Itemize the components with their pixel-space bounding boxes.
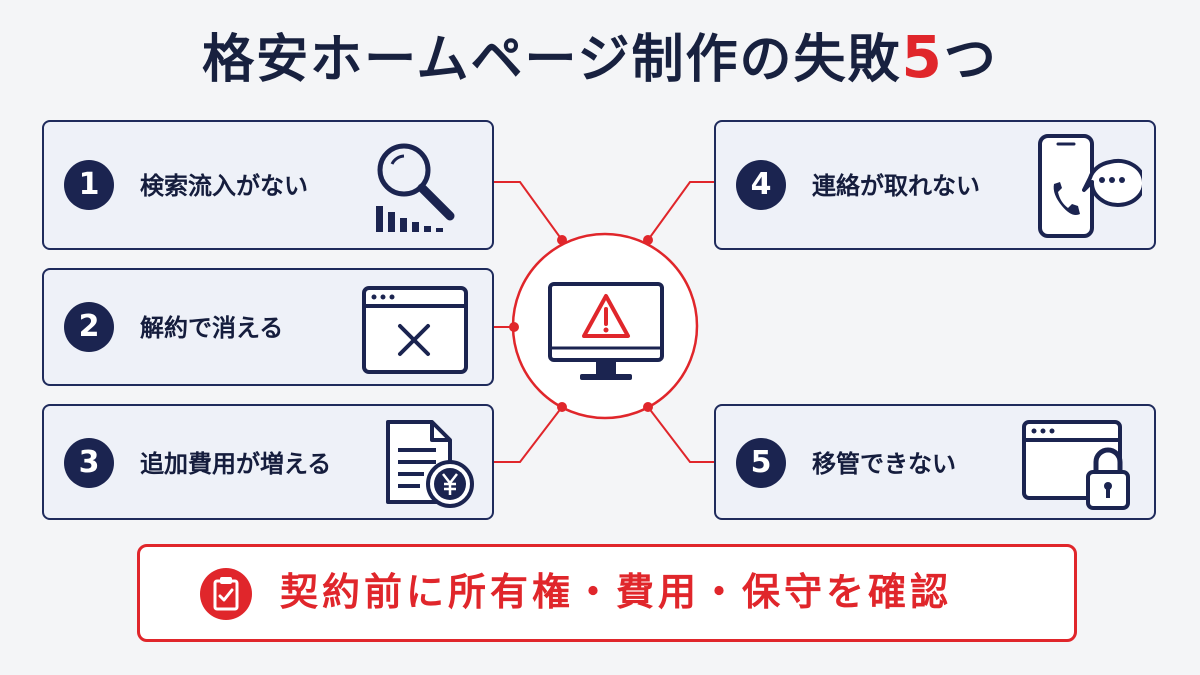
monitor-warning-icon [548, 282, 664, 380]
failure-card-4: 4 連絡が取れない [714, 120, 1156, 250]
browser-window-lock-icon [1022, 420, 1130, 510]
browser-window-x-icon [362, 286, 468, 374]
connector-dot-5 [643, 402, 653, 412]
clipboard-check-icon [213, 577, 239, 611]
bottom-callout: 契約前に所有権・費用・保守を確認 [137, 544, 1077, 642]
failure-label-4: 連絡が取れない [812, 172, 980, 200]
number-badge-4: 4 [736, 160, 786, 210]
number-badge-5: 5 [736, 438, 786, 488]
failure-card-3: 3 追加費用が増える [42, 404, 494, 520]
connector-line-4 [647, 181, 714, 241]
connector-dot-3 [557, 402, 567, 412]
failure-label-1: 検索流入がない [140, 172, 308, 200]
failure-card-2: 2 解約で消える [42, 268, 494, 386]
failure-card-1: 1 検索流入がない [42, 120, 494, 250]
number-badge-3: 3 [64, 438, 114, 488]
number-badge-2: 2 [64, 302, 114, 352]
connector-dot-2 [509, 322, 519, 332]
clipboard-check-badge [200, 568, 252, 620]
failure-label-3: 追加費用が増える [140, 450, 332, 478]
number-badge-1: 1 [64, 160, 114, 210]
title-main: 格安ホームページ制作の失敗 [202, 30, 902, 90]
page-title: 格安ホームページ制作の失敗5つ [0, 28, 1200, 86]
connector-dot-4 [643, 235, 653, 245]
callout-text: 契約前に所有権・費用・保守を確認 [280, 570, 953, 614]
failure-card-5: 5 移管できない [714, 404, 1156, 520]
document-yen-icon [386, 420, 474, 508]
search-ranking-drop-icon [376, 143, 455, 232]
title-suffix: つ [943, 30, 998, 90]
connector-line-3 [494, 406, 563, 463]
connector-dot-1 [557, 235, 567, 245]
smartphone-chat-icon [1038, 134, 1142, 238]
connector-line-5 [647, 406, 714, 463]
connector-line-1 [494, 181, 563, 241]
failure-label-5: 移管できない [812, 450, 956, 478]
title-number: 5 [901, 23, 944, 91]
failure-label-2: 解約で消える [140, 314, 284, 342]
